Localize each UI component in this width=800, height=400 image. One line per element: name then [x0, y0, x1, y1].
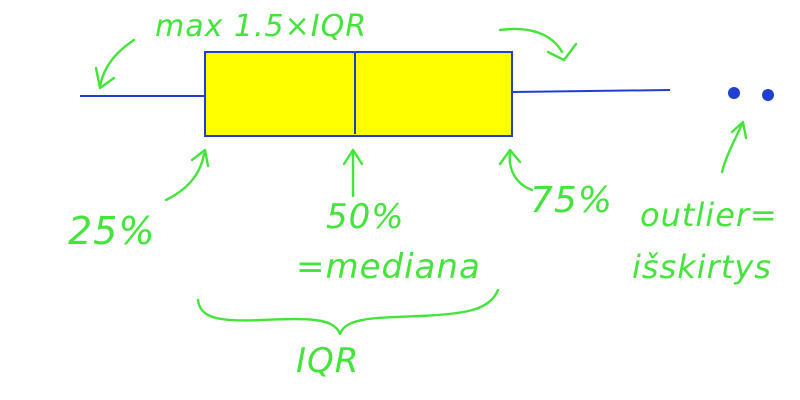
- outlier-point: [728, 87, 740, 99]
- outlier-label-line1: outlier=: [640, 196, 778, 234]
- arrow-q3-icon: [498, 148, 534, 192]
- outlier-label-line2: išskirtys: [632, 248, 772, 286]
- q1-label: 25%: [68, 209, 155, 253]
- max-whisker-label: max 1.5×IQR: [155, 9, 367, 44]
- median-word-label: =mediana: [296, 247, 481, 287]
- median-pct-label: 50%: [326, 197, 405, 237]
- arrow-right-whisker-icon: [498, 27, 578, 62]
- arrow-left-whisker-icon: [94, 38, 136, 90]
- arrow-q1-icon: [164, 148, 210, 202]
- outlier-point: [762, 89, 774, 101]
- right-whisker: [511, 89, 671, 93]
- arrow-outlier-icon: [720, 120, 748, 174]
- iqr-label: IQR: [296, 341, 359, 381]
- iqr-brace: [196, 288, 500, 336]
- iqr-box: [204, 51, 513, 137]
- arrow-median-icon: [342, 148, 364, 198]
- q3-label: 75%: [530, 180, 613, 221]
